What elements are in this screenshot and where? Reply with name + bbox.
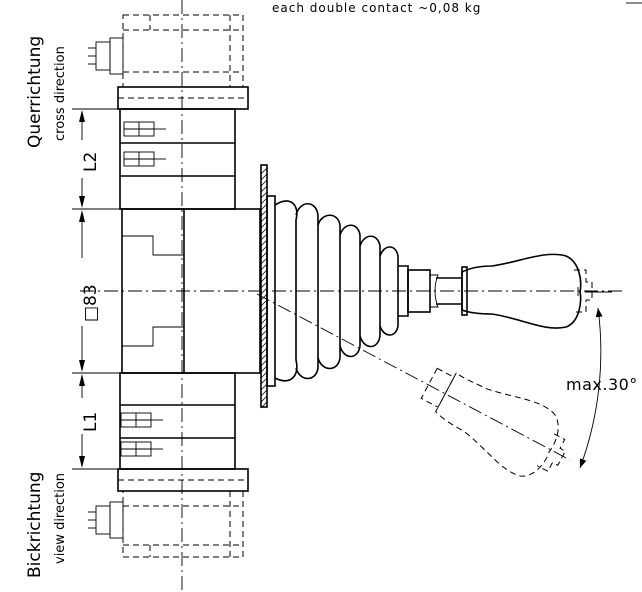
bottom-connector — [88, 490, 244, 558]
hatch-line — [260, 269, 268, 277]
hatch-line — [260, 335, 268, 343]
angle-dimension: max.30° — [566, 291, 638, 469]
hatch-line — [260, 365, 268, 373]
hatch-line — [260, 173, 268, 181]
hatch-line — [260, 299, 268, 307]
hatch-line — [260, 275, 268, 283]
joystick-shaft — [407, 269, 462, 313]
main-housing — [121, 208, 261, 374]
cross-direction-labels: Querrichtung cross direction — [25, 36, 68, 148]
hatch-line — [260, 341, 268, 349]
hatch-line — [260, 185, 268, 193]
hatch-line — [260, 353, 268, 361]
view-direction-labels: Bickrichtung view direction — [25, 472, 68, 578]
hatch-line — [260, 221, 268, 229]
hatch-line — [260, 383, 268, 391]
hatch-line — [260, 305, 268, 313]
hatch-line — [260, 179, 268, 187]
hatch-line — [260, 227, 268, 235]
hatch-line — [260, 263, 268, 271]
cross-direction-label-de: Querrichtung — [25, 36, 45, 148]
rubber-bellows — [274, 200, 409, 382]
hatch-line — [260, 377, 268, 385]
hatch-line — [260, 167, 268, 175]
hatch-line — [260, 239, 268, 247]
hatch-line — [260, 197, 268, 205]
hatch-line — [260, 215, 268, 223]
dimension-l2: L2 — [81, 152, 101, 172]
bottom-contact-blocks — [119, 372, 236, 470]
hatch-line — [260, 395, 268, 403]
hatch-line — [260, 347, 268, 355]
hatch-line — [260, 203, 268, 211]
angle-label: max.30° — [566, 375, 638, 394]
hatch-line — [260, 359, 268, 367]
top-connector — [88, 14, 244, 88]
mounting-panel — [260, 164, 276, 409]
hatch-line — [260, 317, 268, 325]
bottom-flange — [117, 468, 249, 492]
hatch-line — [260, 371, 268, 379]
hatch-line — [260, 191, 268, 199]
hatch-line — [260, 323, 268, 331]
top-flange — [117, 86, 249, 110]
top-contact-blocks — [119, 108, 236, 210]
hatch-line — [260, 293, 268, 301]
dimension-lines: L2 □83 L1 — [72, 108, 122, 470]
hatch-line — [260, 287, 268, 295]
hatch-line — [260, 329, 268, 337]
view-direction-label-en: view direction — [53, 473, 68, 564]
dimension-body-width: □83 — [81, 284, 101, 322]
hatch-line — [260, 245, 268, 253]
hatch-line — [260, 281, 268, 289]
hatch-line — [260, 257, 268, 265]
hatch-line — [260, 209, 268, 217]
hatch-line — [260, 389, 268, 397]
hatch-line — [260, 233, 268, 241]
hatch-line — [260, 401, 268, 409]
hatch-line — [260, 311, 268, 319]
weight-note: each double contact ~0,08 kg — [272, 1, 481, 15]
view-direction-label-de: Bickrichtung — [25, 472, 45, 578]
dimension-l1: L1 — [81, 412, 101, 432]
hatch-line — [260, 251, 268, 259]
cross-direction-label-en: cross direction — [53, 46, 68, 141]
tilted-handle-outline — [256, 293, 571, 477]
